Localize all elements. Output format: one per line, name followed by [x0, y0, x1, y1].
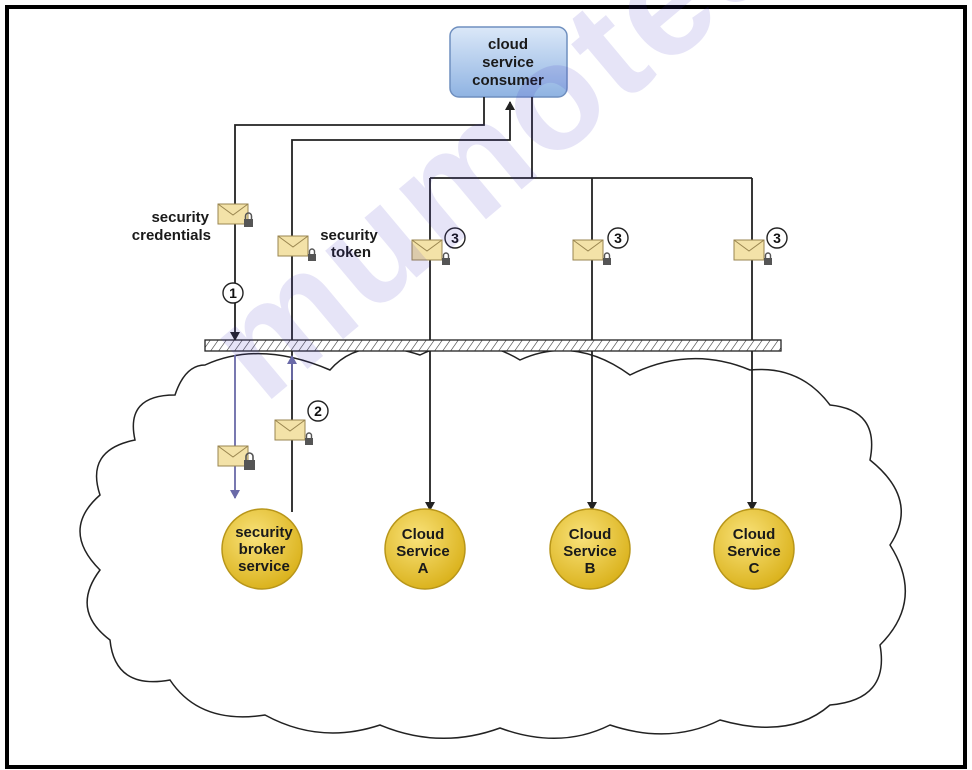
step-marker-3: 3	[444, 227, 466, 249]
consumer-label-line: service	[482, 54, 534, 71]
consumer-label-line: cloud	[488, 36, 528, 53]
step-markers: 1 2 3 3 3	[222, 227, 788, 422]
cloud-service-a: Cloud Service A	[384, 508, 466, 590]
node-label-line: Cloud	[733, 526, 776, 543]
step-marker-3: 3	[607, 227, 629, 249]
node-label-line: Service	[563, 543, 616, 560]
envelope-lock-icon	[572, 239, 611, 265]
step-marker-1: 1	[222, 282, 244, 304]
consumer-label-line: consumer	[472, 72, 544, 89]
label-line: security	[320, 227, 378, 244]
envelope-lock-icon	[274, 419, 313, 445]
security-broker-service: security broker service	[221, 508, 303, 590]
step-marker-2: 2	[307, 400, 329, 422]
label-line: token	[331, 244, 371, 261]
svg-text:1: 1	[229, 285, 237, 301]
envelope-icons	[217, 203, 772, 470]
cloud-service-b: Cloud Service B	[549, 508, 631, 590]
node-label-line: security	[235, 524, 293, 541]
security-credentials-label: security credentials	[132, 209, 211, 244]
envelope-lock-icon	[411, 239, 450, 265]
svg-text:2: 2	[314, 403, 322, 419]
svg-text:3: 3	[773, 230, 781, 246]
svg-text:3: 3	[614, 230, 622, 246]
envelope-lock-icon	[733, 239, 772, 265]
node-label-line: Service	[396, 543, 449, 560]
envelope-lock-icon	[217, 445, 255, 470]
node-label-line: C	[749, 560, 760, 577]
boundary-bar	[204, 339, 782, 352]
node-label-line: service	[238, 558, 290, 575]
security-token-label: security token	[320, 227, 378, 261]
label-line: credentials	[132, 227, 211, 244]
node-label-line: Cloud	[569, 526, 612, 543]
envelope-lock-icon	[277, 235, 316, 261]
label-line: security	[151, 209, 209, 226]
node-label-line: A	[418, 560, 429, 577]
svg-text:3: 3	[451, 230, 459, 246]
node-label-line: broker	[239, 541, 286, 558]
node-label-line: B	[585, 560, 596, 577]
cloud-service-c: Cloud Service C	[713, 508, 795, 590]
credentials-line	[230, 97, 485, 341]
node-label-line: Service	[727, 543, 780, 560]
token-line	[291, 101, 515, 512]
envelope-lock-icon	[217, 203, 253, 227]
cloud-service-consumer: cloud service consumer	[449, 26, 568, 98]
step-marker-3: 3	[766, 227, 788, 249]
node-label-line: Cloud	[402, 526, 445, 543]
